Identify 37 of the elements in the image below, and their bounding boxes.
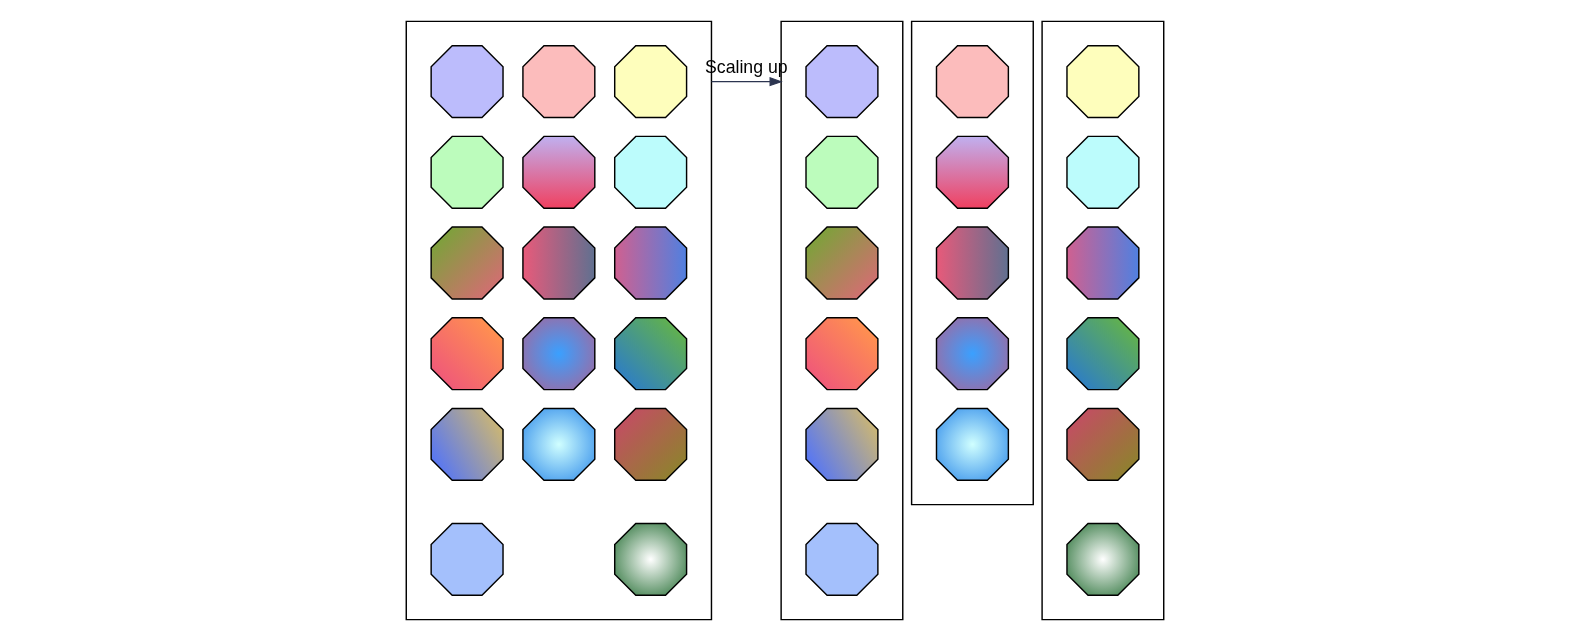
node-octagon (1065, 226, 1140, 300)
node-octagon (1065, 522, 1140, 596)
node-octagon (613, 407, 687, 481)
node-octagon (521, 135, 596, 209)
node-octagon (429, 317, 504, 391)
node-octagon (804, 45, 879, 119)
node-octagon (935, 45, 1009, 119)
node-octagon (804, 522, 879, 596)
node-octagon (804, 407, 879, 481)
node-octagon (429, 45, 504, 119)
node-octagon (429, 407, 504, 481)
node-octagon (804, 226, 879, 300)
node-octagon (521, 407, 596, 481)
node-octagon (429, 522, 504, 596)
cluster (1040, 20, 1164, 621)
cluster (910, 20, 1034, 506)
node-octagon (935, 407, 1009, 481)
node-octagon (1065, 407, 1140, 481)
node-octagon (613, 317, 687, 391)
arrow (710, 77, 783, 87)
node-octagon (804, 135, 879, 209)
node-octagon (521, 317, 596, 391)
node-octagon (521, 45, 596, 119)
node-octagon (935, 226, 1009, 300)
node-octagon (429, 226, 504, 300)
node-octagon (935, 317, 1009, 391)
node-octagon (613, 522, 687, 596)
node-octagon (521, 226, 596, 300)
node-octagon (804, 317, 879, 391)
node-octagon (935, 135, 1009, 209)
node-octagon (429, 135, 504, 209)
node-octagon (1065, 317, 1140, 391)
node-octagon (613, 45, 687, 119)
node-octagon (1065, 45, 1140, 119)
node-octagon (613, 226, 687, 300)
node-octagon (1065, 135, 1140, 209)
node-octagon (613, 135, 687, 209)
